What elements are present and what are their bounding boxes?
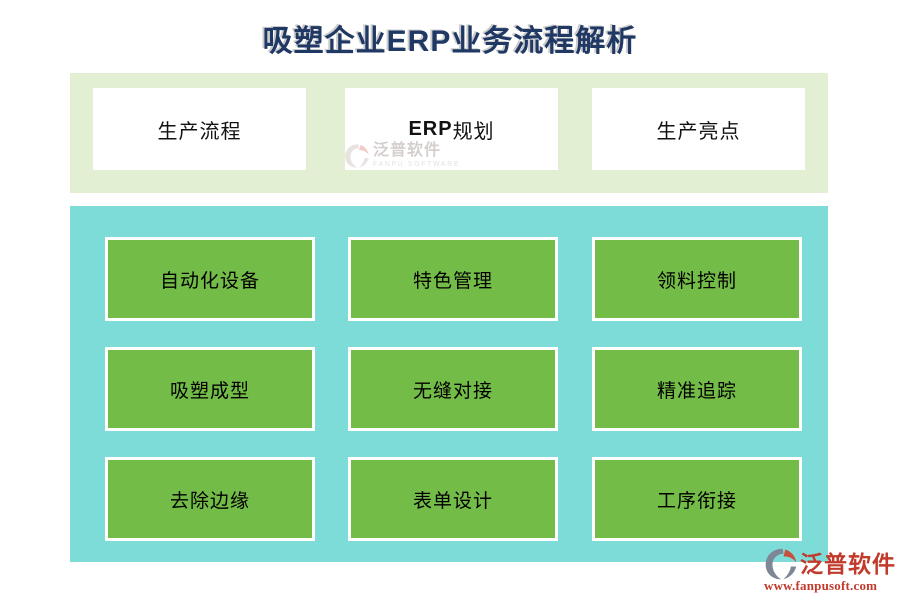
tile-form-design: 表单设计 <box>348 457 558 541</box>
tile-precise-tracking: 精准追踪 <box>592 347 802 431</box>
brand-name: 泛普软件 <box>800 551 896 577</box>
tile-label: 无缝对接 <box>412 380 493 402</box>
tile-label: 精准追踪 <box>656 380 737 402</box>
tile-label: 领料控制 <box>656 270 737 292</box>
page-title-erp: ERP <box>386 25 452 58</box>
tile-label: 自动化设备 <box>159 270 260 292</box>
tile-label: 特色管理 <box>412 270 493 292</box>
header-box-label: 规划 <box>452 120 495 143</box>
tile-blister-forming: 吸塑成型 <box>105 347 315 431</box>
header-box-label: 生产流程 <box>157 120 242 143</box>
tile-label: 工序衔接 <box>656 490 737 512</box>
header-box-production-process: 生产流程 <box>93 88 306 170</box>
brand-logo: 泛普软件 www.fanpusoft.com <box>764 547 898 593</box>
tile-material-requisition-control: 领料控制 <box>592 237 802 321</box>
fanpu-swirl-icon <box>765 548 797 580</box>
tile-process-linkage: 工序衔接 <box>592 457 802 541</box>
header-box-production-highlights: 生产亮点 <box>592 88 805 170</box>
tile-label: 去除边缘 <box>169 490 250 512</box>
tile-label: 表单设计 <box>412 490 493 512</box>
tile-label: 吸塑成型 <box>169 380 250 402</box>
page-title: 吸塑企业ERP业务流程解析 <box>0 16 900 60</box>
tile-seamless-integration: 无缝对接 <box>348 347 558 431</box>
tile-automated-equipment: 自动化设备 <box>105 237 315 321</box>
tile-featured-management: 特色管理 <box>348 237 558 321</box>
page-title-prefix: 吸塑企业 <box>262 25 387 58</box>
tile-edge-trimming: 去除边缘 <box>105 457 315 541</box>
page-title-suffix: 业务流程解析 <box>451 25 638 58</box>
header-box-label: 生产亮点 <box>656 120 741 143</box>
brand-website: www.fanpusoft.com <box>764 578 878 593</box>
content-band: 自动化设备 特色管理 领料控制 吸塑成型 无缝对接 精准追踪 去除边缘 表单设计… <box>70 206 828 562</box>
header-box-label-erp: ERP <box>408 117 453 140</box>
